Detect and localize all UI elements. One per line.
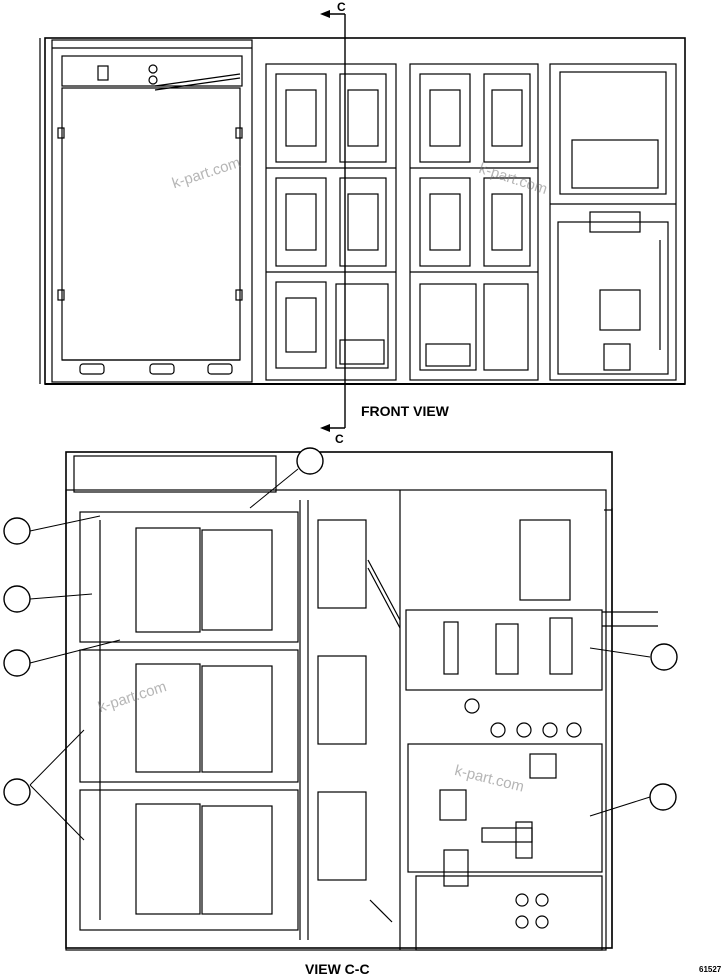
section-mark-bottom: C bbox=[335, 432, 344, 446]
section-busbar-panel-lower bbox=[407, 743, 603, 951]
callout-circle bbox=[650, 643, 678, 671]
callout-circle bbox=[3, 585, 31, 613]
callout-leaders bbox=[29, 468, 651, 841]
callout-circle bbox=[296, 447, 324, 475]
callout-circle bbox=[3, 649, 31, 677]
section-line-c bbox=[325, 13, 346, 429]
callout-circle bbox=[3, 517, 31, 545]
front-inverter-bay-2 bbox=[409, 63, 539, 381]
callout-circle bbox=[649, 783, 677, 811]
section-view-cc bbox=[29, 451, 658, 951]
front-view-title: FRONT VIEW bbox=[361, 403, 449, 419]
drawing-number: 61527 bbox=[699, 965, 722, 974]
section-arrow-top bbox=[320, 10, 330, 18]
section-inverter-stack bbox=[79, 500, 309, 940]
front-left-door-bay bbox=[39, 38, 253, 384]
callout-circle bbox=[3, 778, 31, 806]
front-control-bay bbox=[549, 63, 677, 381]
section-mark-top: C bbox=[337, 0, 346, 14]
front-inverter-bay-1 bbox=[265, 63, 397, 381]
section-view-title: VIEW C-C bbox=[305, 961, 370, 977]
section-busbar-panel-upper bbox=[405, 519, 603, 738]
section-arrow-bottom bbox=[320, 424, 330, 432]
section-reactor-column bbox=[317, 519, 401, 923]
front-view bbox=[39, 13, 686, 429]
